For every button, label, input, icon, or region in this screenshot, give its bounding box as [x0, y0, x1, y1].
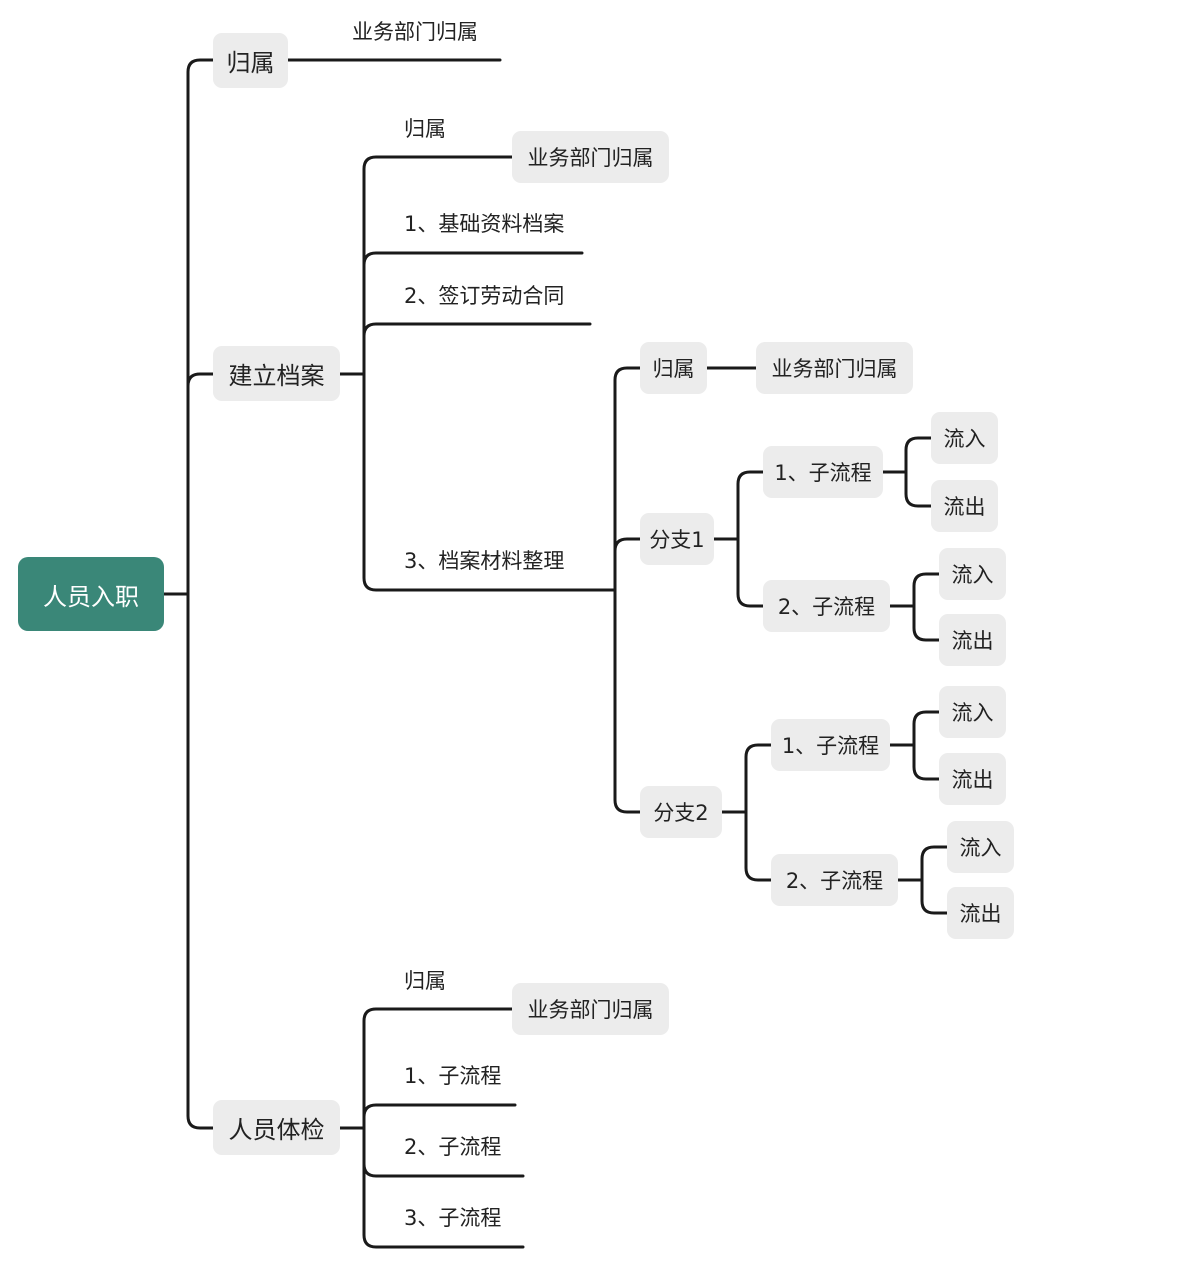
label-archive-item2[interactable]: 2、签订劳动合同	[404, 284, 565, 308]
node-exam[interactable]: 人员体检	[213, 1100, 340, 1155]
node-fenzhi2-process2[interactable]: 2、子流程	[771, 854, 898, 906]
link-exam-guishu	[362, 1007, 514, 1130]
link-root-exam	[186, 592, 216, 1130]
label-exam-item1[interactable]: 1、子流程	[404, 1064, 502, 1088]
label-exam-guishu: 归属	[404, 969, 446, 993]
link-sub-guishu	[613, 366, 642, 592]
node-fenzhi2[interactable]: 分支2	[640, 786, 722, 838]
node-fenzhi2-process1-in[interactable]: 流入	[939, 686, 1006, 738]
node-fenzhi1-process1[interactable]: 1、子流程	[763, 446, 883, 498]
link-sub-fenzhi2	[613, 588, 642, 814]
link-f2p1-out	[912, 743, 941, 781]
node-exam-guishu-value[interactable]: 业务部门归属	[512, 983, 669, 1035]
node-fenzhi1-process2-in[interactable]: 流入	[939, 548, 1006, 600]
link-f2-p1	[744, 743, 773, 814]
link-exam-item3	[362, 1126, 525, 1249]
link-f1p1-in	[881, 436, 933, 474]
label-archive-item1[interactable]: 1、基础资料档案	[404, 212, 565, 236]
link-f1-p2	[736, 537, 765, 608]
label-exam-item3[interactable]: 3、子流程	[404, 1206, 502, 1230]
link-f1p2-in	[888, 572, 941, 608]
node-fenzhi1-process1-out[interactable]: 流出	[931, 480, 998, 532]
link-f2-p2	[744, 810, 773, 882]
node-fenzhi2-process1-out[interactable]: 流出	[939, 753, 1006, 805]
link-f1p1-out	[904, 470, 933, 508]
label-archive-item3[interactable]: 3、档案材料整理	[404, 549, 565, 573]
node-archive[interactable]: 建立档案	[213, 346, 340, 401]
label-guishu-value: 业务部门归属	[352, 20, 478, 44]
node-fenzhi1-process2[interactable]: 2、子流程	[763, 580, 890, 632]
link-f1-p1	[736, 470, 765, 541]
label-exam-item2[interactable]: 2、子流程	[404, 1135, 502, 1159]
link-root-archive	[186, 372, 216, 596]
link-f2p1-in	[888, 710, 941, 747]
node-archive-guishu-value[interactable]: 业务部门归属	[512, 131, 669, 183]
label-archive-guishu: 归属	[404, 117, 446, 141]
link-root-guishu	[186, 58, 216, 596]
link-f1p2-out	[912, 604, 941, 642]
node-fenzhi2-process2-out[interactable]: 流出	[947, 887, 1014, 939]
link-archive-guishu	[362, 155, 514, 376]
link-f2p2-in	[896, 845, 949, 882]
node-fenzhi1-process1-in[interactable]: 流入	[931, 412, 998, 464]
root-node[interactable]: 人员入职	[18, 557, 164, 631]
node-fenzhi1[interactable]: 分支1	[640, 513, 714, 565]
link-sub-fenzhi1	[613, 537, 642, 592]
node-fenzhi2-process1[interactable]: 1、子流程	[771, 719, 890, 771]
node-sub-guishu-value[interactable]: 业务部门归属	[756, 342, 913, 394]
link-archive-item3	[362, 372, 617, 592]
link-exam-item1	[362, 1103, 517, 1130]
node-fenzhi2-process2-in[interactable]: 流入	[947, 821, 1014, 873]
link-archive-item1	[362, 251, 584, 376]
node-fenzhi1-process2-out[interactable]: 流出	[939, 614, 1006, 666]
node-sub-guishu[interactable]: 归属	[640, 342, 707, 394]
link-f2p2-out	[920, 878, 949, 915]
node-guishu[interactable]: 归属	[213, 33, 288, 88]
link-archive-item2	[362, 322, 592, 376]
